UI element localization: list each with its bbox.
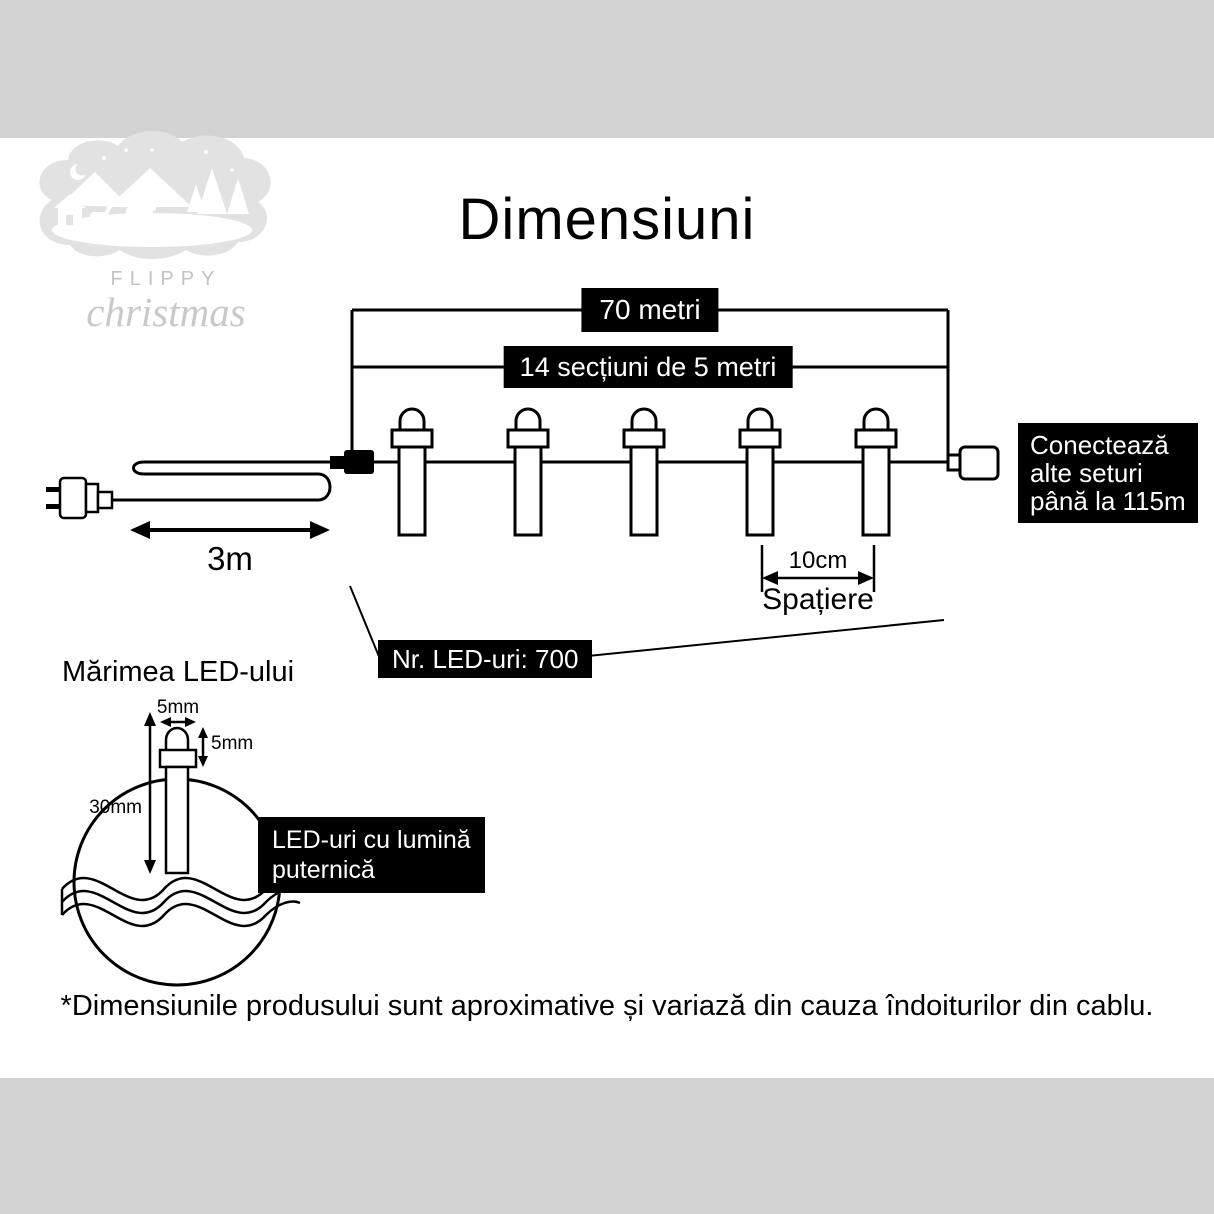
winter-scene-illustration xyxy=(39,131,271,259)
power-plug xyxy=(46,476,114,520)
led-bulbs xyxy=(390,407,898,537)
lead-wire xyxy=(112,460,334,502)
led-size-heading: Mărimea LED-ului xyxy=(62,656,295,688)
connect-line-3: până la 115m xyxy=(1030,486,1186,516)
length-arrow-3m xyxy=(130,521,330,539)
leader-lines xyxy=(349,585,945,660)
disclaimer-note: *Dimensiunile produsului sunt aproximati… xyxy=(60,990,1154,1022)
connect-sets-label: Conectează alte seturi până la 115m xyxy=(1018,423,1198,523)
bright-led-callout: LED-uri cu lumină puternică xyxy=(258,817,485,893)
body-height-label: 30mm xyxy=(89,797,142,818)
spacing-label: Spațiere xyxy=(762,583,874,616)
callout-line-1: LED-uri cu lumină xyxy=(272,826,471,854)
deer-silhouettes xyxy=(90,179,163,228)
spacing-value: 10cm xyxy=(788,547,848,574)
inline-connector xyxy=(330,450,374,474)
logo-brand-script: christmas xyxy=(86,289,246,335)
led-drawing xyxy=(158,726,198,875)
bulb-4 xyxy=(738,407,782,537)
page-title: Dimensiuni xyxy=(458,187,756,252)
bulb-3 xyxy=(622,407,666,537)
led-count-text: Nr. LED-uri: 700 xyxy=(392,643,579,674)
spacing-arrow-10cm xyxy=(760,545,876,592)
tip-width-label: 5mm xyxy=(156,697,200,718)
end-connector xyxy=(946,445,1000,481)
logo-brand-name: FLIPPY xyxy=(110,268,222,290)
callout-line-2: puternică xyxy=(272,856,375,884)
led-count-label: Nr. LED-uri: 700 xyxy=(378,640,593,678)
connect-line-1: Conectează xyxy=(1030,430,1169,460)
total-length-text: 70 metri xyxy=(599,294,701,325)
sections-label: 14 secțiuni de 5 metri xyxy=(503,346,793,388)
bulb-2 xyxy=(506,407,550,537)
bulb-1 xyxy=(390,407,434,537)
bulb-5 xyxy=(854,407,898,537)
lead-length-label: 3m xyxy=(207,540,253,577)
detail-dimension-arrows xyxy=(144,712,208,874)
connect-line-2: alte seturi xyxy=(1030,458,1143,488)
tip-height-label: 5mm xyxy=(211,733,254,754)
total-length-label: 70 metri xyxy=(581,288,719,332)
sections-text: 14 secțiuni de 5 metri xyxy=(519,351,777,382)
